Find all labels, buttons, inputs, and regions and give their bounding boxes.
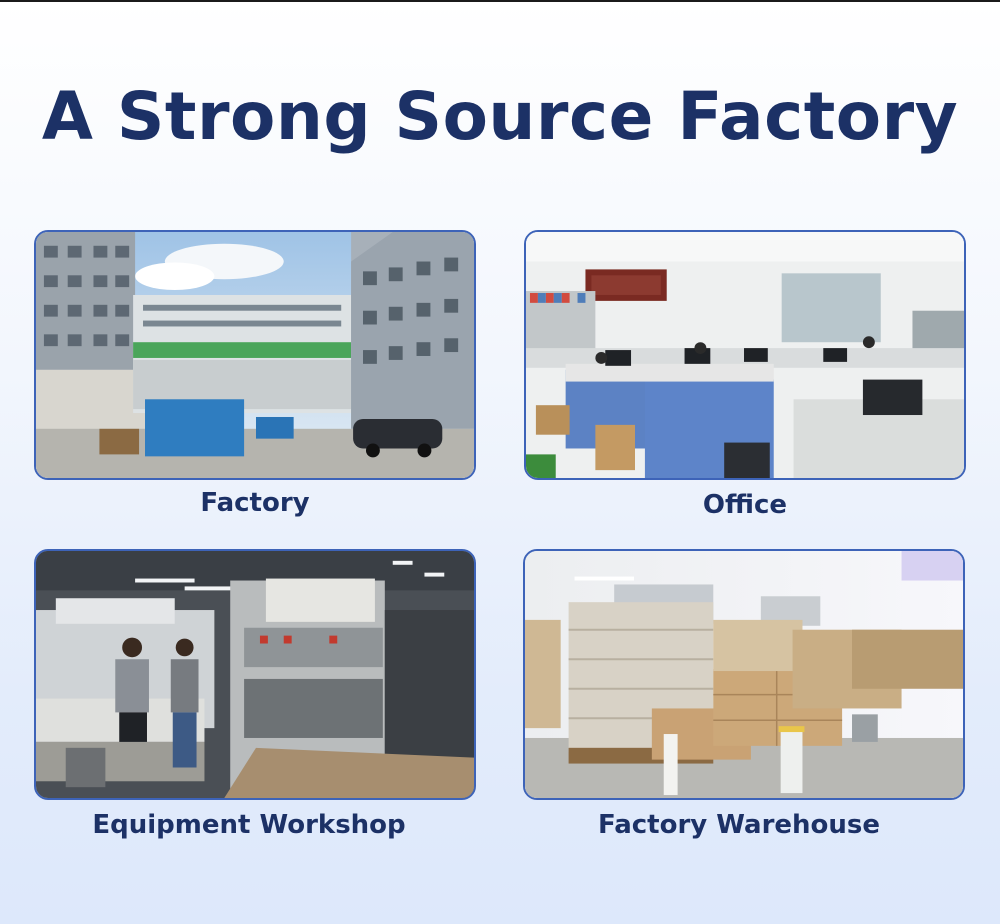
factory-image xyxy=(36,232,474,478)
page-title: A Strong Source Factory xyxy=(41,78,959,155)
factory-caption: Factory xyxy=(200,488,310,518)
equipment-workshop-caption: Equipment Workshop xyxy=(92,810,406,840)
office-photo xyxy=(524,230,966,480)
top-border-line xyxy=(0,0,1000,2)
office-image xyxy=(526,232,964,478)
factory-photo xyxy=(34,230,476,480)
equipment-workshop-photo xyxy=(34,549,476,800)
factory-warehouse-image xyxy=(525,551,963,798)
factory-warehouse-caption: Factory Warehouse xyxy=(597,810,881,840)
office-caption: Office xyxy=(702,490,788,520)
equipment-workshop-image xyxy=(36,551,474,798)
factory-warehouse-photo xyxy=(523,549,965,800)
